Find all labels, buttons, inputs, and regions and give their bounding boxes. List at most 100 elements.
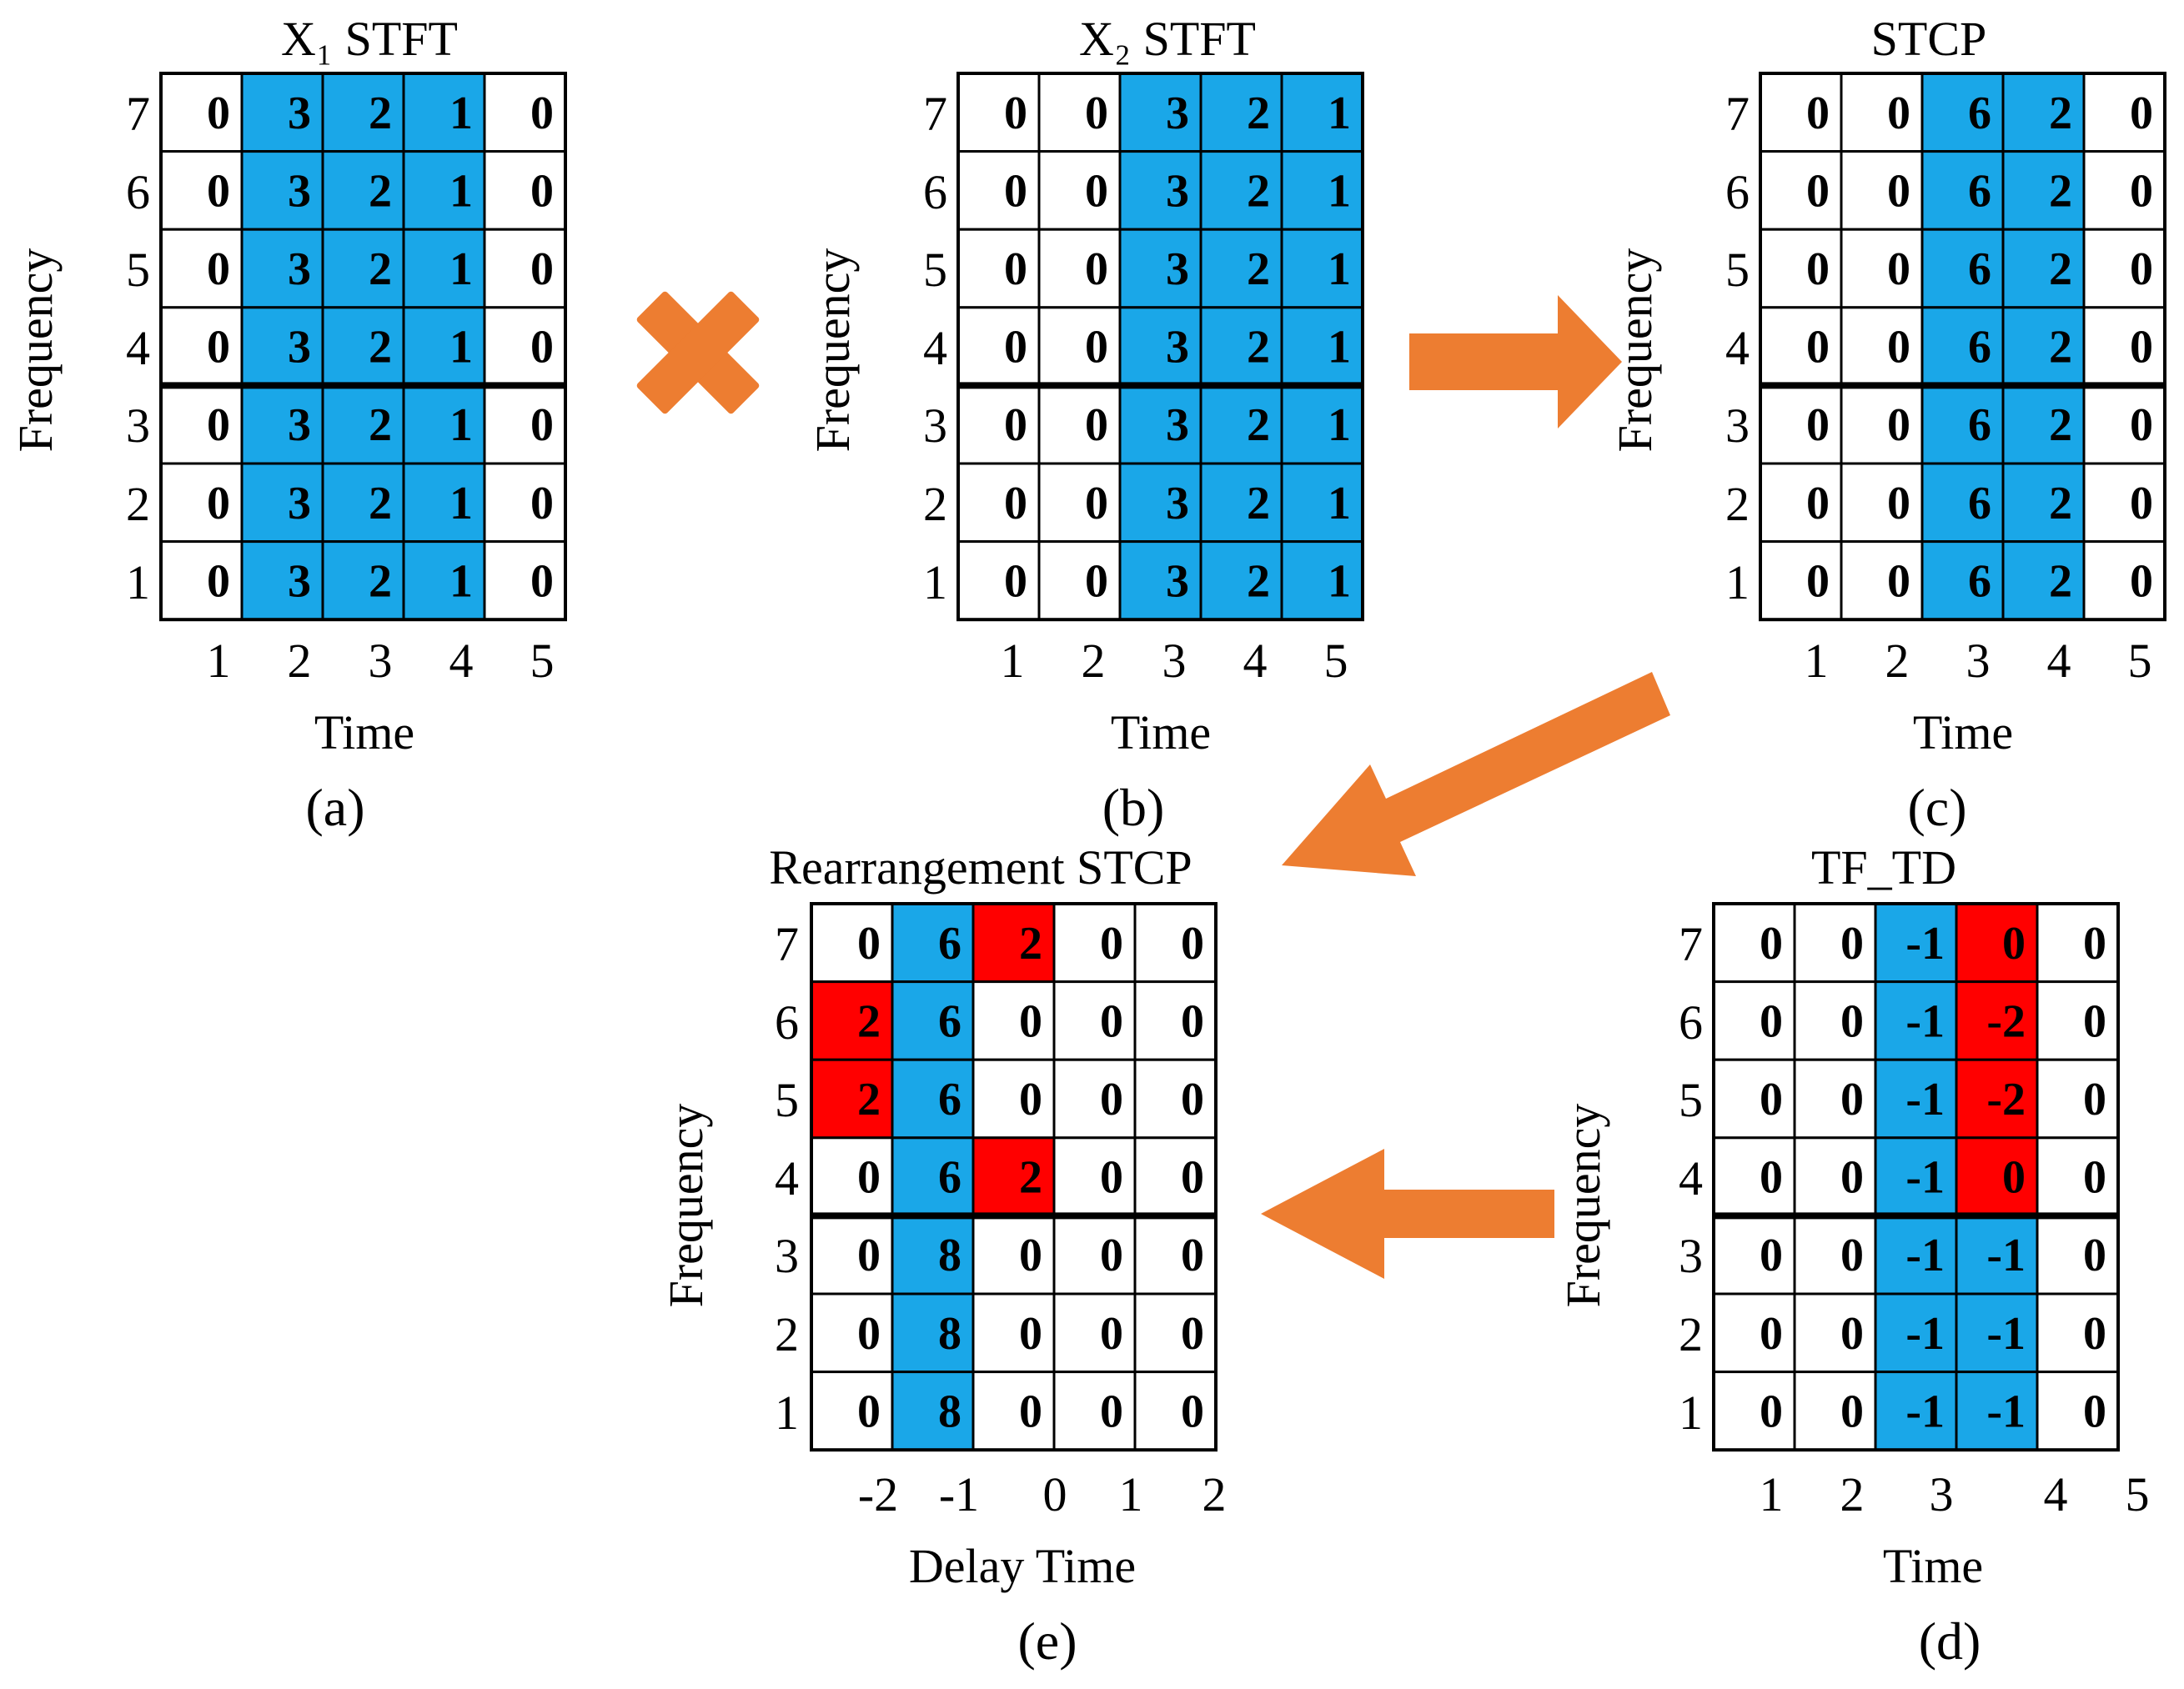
cell-value: 2 [2049, 399, 2072, 451]
x-tick: 3 [1162, 634, 1187, 688]
grid-cell [1199, 462, 1283, 544]
y-tick: 4 [1679, 1151, 1703, 1205]
cell-value: 0 [2083, 1074, 2106, 1125]
panel-e-y-ticks: 7 6 5 4 3 2 1 [775, 917, 799, 1440]
cell-value: 2 [1247, 399, 1270, 451]
grid-cell [1280, 462, 1364, 544]
cell-value: 0 [1887, 88, 1910, 139]
cell-value: 0 [1085, 88, 1108, 139]
cell-value: 1 [449, 478, 473, 529]
cell-value: 0 [2083, 1308, 2106, 1360]
y-tick: 5 [923, 243, 947, 297]
grid-cell [2036, 1371, 2120, 1451]
grid-cell [2001, 540, 2086, 621]
cell-value: 0 [1085, 399, 1108, 451]
x-tick: 5 [2128, 634, 2152, 688]
grid-cell [1199, 306, 1283, 387]
grid-cell [1840, 540, 1924, 621]
cell-value: 0 [1100, 1386, 1123, 1437]
cell-value: -1 [1905, 995, 1945, 1047]
panel-b-xlabel: Time [1111, 705, 1211, 759]
cell-value: 1 [449, 165, 473, 217]
grid-cell [2082, 462, 2166, 544]
grid-cell [1759, 462, 1843, 544]
cell-value: 1 [1328, 243, 1351, 295]
grid-cell [2082, 383, 2166, 465]
grid-cell [1920, 306, 2005, 387]
cell-value: 0 [1840, 1230, 1864, 1281]
y-tick: 5 [1679, 1073, 1703, 1127]
cell-value: 3 [288, 88, 311, 139]
cell-value: 2 [857, 1074, 881, 1125]
cell-value: 0 [1806, 478, 1830, 529]
grid-cell [1793, 1371, 1877, 1451]
cell-value: 6 [1968, 88, 1991, 139]
cell-value: 2 [2049, 165, 2072, 217]
cell-value: 0 [2002, 1152, 2026, 1204]
grid-cell [1840, 228, 1924, 309]
cell-value: 3 [1166, 399, 1189, 451]
x-tick: 3 [369, 634, 393, 688]
cell-value: 0 [1085, 243, 1108, 295]
cell-value: 1 [1328, 165, 1351, 217]
cell-value: 0 [207, 243, 230, 295]
cell-value: 1 [449, 399, 473, 451]
cell-value: 0 [1004, 555, 1027, 607]
y-tick: 5 [1725, 243, 1750, 297]
grid-cell [1793, 980, 1877, 1061]
x-tick: 4 [2044, 1467, 2068, 1521]
cell-value: 0 [530, 165, 554, 217]
cell-value: 0 [2083, 1152, 2106, 1204]
cell-value: 3 [1166, 478, 1189, 529]
y-tick: 3 [126, 398, 150, 453]
grid-cell [1133, 980, 1218, 1061]
y-tick: 3 [775, 1229, 799, 1283]
cell-value: 2 [1019, 918, 1042, 970]
cell-value: 0 [1019, 995, 1042, 1047]
cell-value: 1 [449, 555, 473, 607]
cell-value: 0 [1181, 1152, 1204, 1204]
grid-cell [1037, 540, 1122, 621]
multiply-icon [636, 291, 760, 414]
grid-cell [321, 150, 405, 231]
grid-cell [2001, 462, 2086, 544]
cell-value: -1 [1905, 1152, 1945, 1204]
cell-value: 0 [1840, 1074, 1864, 1125]
cell-value: 2 [369, 555, 392, 607]
panel-c-y-ticks: 7 6 5 4 3 2 1 [1725, 87, 1750, 609]
cell-value: 0 [1004, 478, 1027, 529]
grid-cell [2082, 228, 2166, 309]
grid-cell [1712, 1214, 1796, 1296]
panel-b-ylabel: Frequency [806, 248, 860, 453]
cell-value: 1 [1328, 88, 1351, 139]
cell-value: 1 [449, 88, 473, 139]
panel-c-ylabel: Frequency [1608, 248, 1662, 453]
cell-value: 6 [1968, 478, 1991, 529]
cell-value: 2 [1247, 555, 1270, 607]
cell-value: 2 [369, 88, 392, 139]
arrow-right-icon [1409, 295, 1622, 429]
grid-cell [1052, 1136, 1137, 1217]
grid-cell [1874, 1058, 1958, 1140]
cell-value: 1 [1328, 555, 1351, 607]
x-tick: 4 [1243, 634, 1268, 688]
x-tick: 1 [1805, 634, 1829, 688]
cell-value: 0 [1085, 478, 1108, 529]
cell-value: 2 [1247, 478, 1270, 529]
cell-value: 3 [288, 399, 311, 451]
grid-cell [2082, 540, 2166, 621]
y-tick: 6 [1679, 995, 1703, 1050]
grid-cell [1280, 306, 1364, 387]
x-tick: 1 [1001, 634, 1025, 688]
cell-value: 0 [2130, 555, 2153, 607]
cell-value: 6 [1968, 165, 1991, 217]
y-tick: 7 [923, 87, 947, 141]
cell-value: 2 [857, 995, 881, 1047]
panel-e-x-ticks: -2 -1 0 1 2 [858, 1467, 1227, 1521]
cell-value: 0 [1019, 1074, 1042, 1125]
cell-value: 0 [1100, 1074, 1123, 1125]
cell-value: 8 [938, 1230, 961, 1281]
